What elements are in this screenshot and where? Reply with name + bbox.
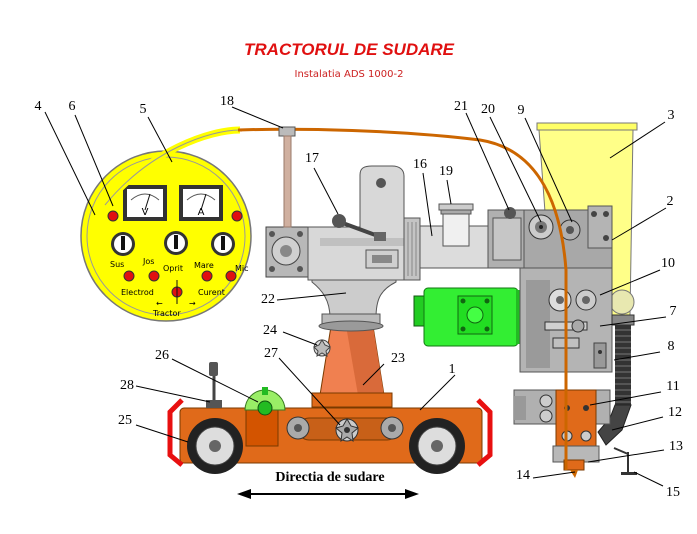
label-mic: Mic [235,264,249,273]
button-current-low[interactable] [225,270,237,282]
callout-5: 5 [140,102,147,117]
callout-1: 1 [449,362,456,377]
label-curent: Curent [198,288,225,297]
callout-3: 3 [668,108,675,123]
voltmeter: V [123,185,167,221]
flux-hose [597,314,635,446]
ammeter-label: A [198,207,205,218]
direction-label: Directia de sudare [275,470,384,485]
callout-14: 14 [516,468,530,483]
main-housing [265,165,527,281]
support-column [311,319,393,408]
callout-24: 24 [263,323,277,338]
callout-20: 20 [481,102,495,117]
callout-13: 13 [669,439,683,454]
callout-12: 12 [668,405,682,420]
callout-6: 6 [69,99,76,114]
callout-25: 25 [118,413,132,428]
ammeter: A [179,185,223,221]
callout-21: 21 [454,99,468,114]
callout-26: 26 [155,348,169,363]
label-oprit: Oprit [163,264,183,273]
label-tractor: Tractor [152,309,181,318]
label-arrow-left: ← [156,299,163,308]
swivel-head [311,269,397,358]
control-panel: V A [80,150,252,322]
welding-direction: Directia de sudare [237,470,419,499]
tractor-carriage [167,362,493,474]
diagram-title: TRACTORUL DE SUDARE [244,40,455,59]
feed-motor [413,287,524,347]
callout-15: 15 [666,485,680,500]
indicator-lamp-right [231,210,243,222]
callout-18: 18 [220,94,234,109]
callout-22: 22 [261,292,275,307]
callout-8: 8 [668,339,675,354]
callout-27: 27 [264,346,278,361]
voltmeter-label: V [142,207,149,218]
callout-16: 16 [413,157,427,172]
callout-9: 9 [518,103,525,118]
label-sus: Sus [110,260,124,269]
callout-19: 19 [439,164,453,179]
stop-selector-knob[interactable] [164,231,188,255]
callout-11: 11 [666,379,679,394]
callout-10: 10 [661,256,675,271]
callout-numbers: 1 2 3 4 5 6 7 8 9 10 11 12 13 14 15 16 1… [35,94,684,500]
label-arrow-right: → [189,299,196,308]
button-electrode-down[interactable] [148,270,160,282]
indicator-lamp-left [107,210,119,222]
callout-23: 23 [391,351,405,366]
electrode-selector-knob[interactable] [111,232,135,256]
button-current-high[interactable] [201,270,213,282]
callout-4: 4 [35,99,42,114]
cables [102,126,568,470]
label-mare: Mare [194,261,214,270]
callout-2: 2 [667,194,674,209]
label-jos: Jos [142,257,154,266]
callout-28: 28 [120,378,134,393]
current-selector-knob[interactable] [211,232,235,256]
cable-support [278,126,296,228]
callout-17: 17 [305,151,319,166]
button-electrode-up[interactable] [123,270,135,282]
leader-lines [44,106,667,487]
diagram-subtitle: Instalatia ADS 1000-2 [295,69,404,80]
label-electrod: Electrod [121,288,154,297]
callout-7: 7 [670,304,677,319]
